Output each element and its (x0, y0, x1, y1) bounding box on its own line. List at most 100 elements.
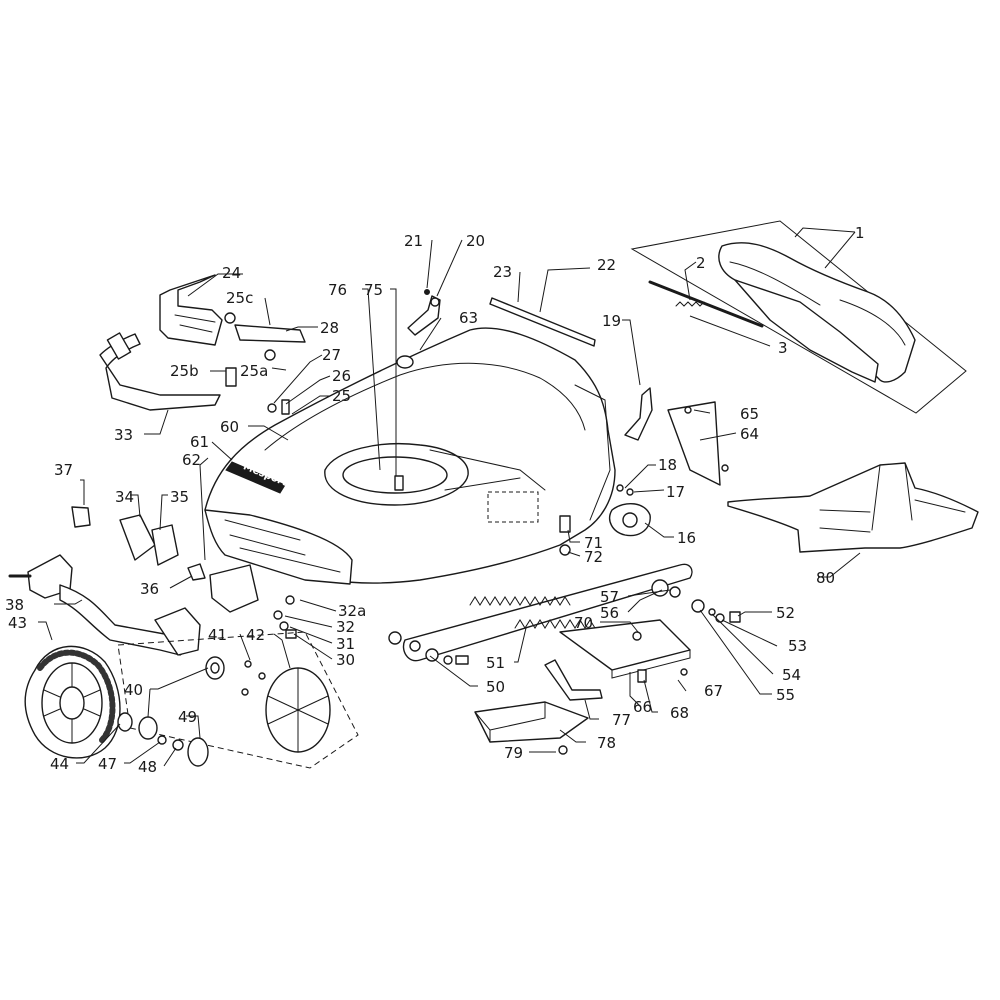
callout-20: 20 (466, 232, 485, 250)
mower-deck-60: Mesport (204, 327, 616, 585)
handle-bracket (106, 332, 132, 360)
callout-65: 65 (740, 405, 759, 423)
callout-25c: 25c (226, 289, 253, 307)
bolt-30 (285, 629, 297, 639)
callout-40: 40 (124, 681, 143, 699)
callout-28: 28 (320, 319, 339, 337)
grass-bag-frame (718, 242, 916, 383)
callout-42: 42 (246, 626, 265, 644)
height-adjust-parts (474, 619, 691, 755)
screw-65 (684, 406, 692, 414)
screw-21 (424, 289, 430, 295)
spring-51-upper (469, 596, 571, 606)
callout-63: 63 (459, 309, 478, 327)
callout-33: 33 (114, 426, 133, 444)
callout-1: 1 (855, 224, 865, 242)
inset-border (630, 220, 967, 414)
screw-68 (637, 669, 647, 683)
bolt-25b (225, 367, 237, 387)
spacer-44 (117, 712, 133, 732)
screw-79 (558, 745, 568, 755)
spring-51-lower (514, 619, 596, 629)
callout-64: 64 (740, 425, 759, 443)
callout-51: 51 (486, 654, 505, 672)
axle-nut-left (388, 631, 402, 645)
callout-71: 71 (584, 534, 603, 552)
callout-67: 67 (704, 682, 723, 700)
deck-front-panel (204, 509, 353, 585)
callout-31: 31 (336, 635, 355, 653)
screw-70 (632, 631, 642, 641)
screw-17 (626, 488, 634, 496)
catcher-rod (648, 280, 764, 328)
nut-25c (224, 312, 236, 324)
rear-flap-80 (727, 462, 979, 553)
rear-axle-bar-50 (402, 563, 693, 662)
inset-grass-catcher-group (630, 220, 967, 414)
bolt-52 (729, 611, 741, 623)
nut-48 (172, 739, 184, 751)
callout-72: 72 (584, 548, 603, 566)
callout-56: 56 (600, 604, 619, 622)
callout-75: 75 (364, 281, 383, 299)
callout-70: 70 (574, 614, 593, 632)
bracket-34 (119, 514, 156, 561)
washer-57 (669, 586, 681, 598)
callout-32a: 32a (338, 602, 366, 620)
callout-60: 60 (220, 418, 239, 436)
screw-26 (281, 399, 290, 415)
handle-link-28 (234, 324, 306, 343)
callout-53: 53 (788, 637, 807, 655)
callout-79: 79 (504, 744, 523, 762)
callout-66: 66 (633, 698, 652, 716)
callout-32: 32 (336, 618, 355, 636)
callout-54: 54 (782, 666, 801, 684)
callout-50: 50 (486, 678, 505, 696)
washer-18 (616, 484, 624, 492)
bracket-77 (544, 659, 603, 701)
screw-67 (680, 668, 688, 676)
callout-25b: 25b (170, 362, 199, 380)
hubcap-49 (187, 737, 209, 767)
grass-bag-side (734, 279, 879, 383)
nut-72 (559, 544, 571, 556)
callout-35: 35 (170, 488, 189, 506)
callout-52: 52 (776, 604, 795, 622)
callout-25a: 25a (240, 362, 268, 380)
bracket-37 (71, 506, 91, 528)
callout-30: 30 (336, 651, 355, 669)
washer-31 (279, 621, 289, 631)
screw-41 (244, 660, 252, 668)
rear-flap-body (727, 462, 979, 553)
callout-36: 36 (140, 580, 159, 598)
callout-55: 55 (776, 686, 795, 704)
callout-41: 41 (208, 626, 227, 644)
callout-2: 2 (696, 254, 706, 272)
wheel-dashed-region (117, 631, 359, 769)
callout-25: 25 (332, 387, 351, 405)
callout-44: 44 (50, 755, 69, 773)
callout-68: 68 (670, 704, 689, 722)
washer-54 (708, 608, 716, 616)
leader-lines (38, 227, 861, 767)
callout-62: 62 (182, 451, 201, 469)
callout-47: 47 (98, 755, 117, 773)
front-wheel-assembly (8, 506, 359, 769)
bracket-62 (209, 564, 259, 613)
callout-77: 77 (612, 711, 631, 729)
callout-22: 22 (597, 256, 616, 274)
catcher-spring (675, 301, 705, 307)
handle-assembly (99, 274, 306, 415)
deck-logo-plate (225, 461, 286, 494)
callout-43: 43 (8, 614, 27, 632)
callout-16: 16 (677, 529, 696, 547)
callout-38: 38 (5, 596, 24, 614)
deck-motor-opening (342, 456, 448, 494)
callout-49: 49 (178, 708, 197, 726)
upper-handle-24 (159, 274, 223, 346)
callout-18: 18 (658, 456, 677, 474)
callout-21: 21 (404, 232, 423, 250)
rear-axle-assembly (388, 563, 741, 665)
callout-76: 76 (328, 281, 347, 299)
